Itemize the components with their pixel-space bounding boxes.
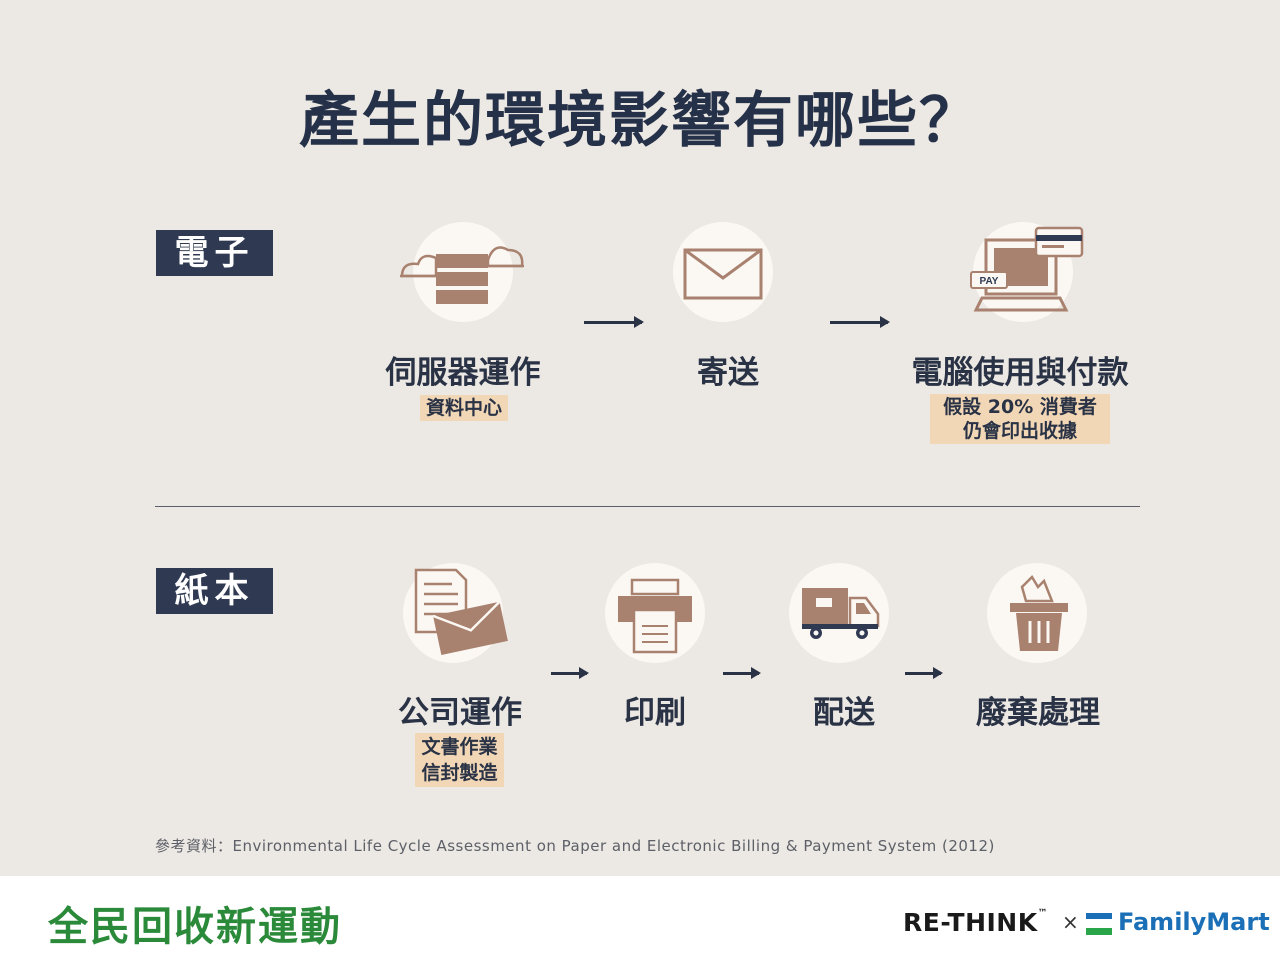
envelope-icon: [683, 248, 763, 300]
step-sub-company-line1: 文書作業: [421, 736, 498, 758]
server-cloud-icon: [400, 246, 524, 304]
arrow-5: [905, 667, 943, 679]
trash-bin-icon: [1010, 574, 1068, 651]
collab-times: ×: [1062, 910, 1079, 934]
envelope-icon-circle: [673, 222, 773, 322]
section-divider: [155, 506, 1140, 507]
step-sub-company-line2: 信封製造: [421, 762, 498, 784]
step-label-delivery: 配送: [813, 695, 875, 731]
arrow-1: [584, 316, 644, 328]
document-envelope-icon: [414, 568, 508, 656]
footer-bar: 全民回收新運動 RE-THINK™ × FamilyMart: [0, 876, 1280, 960]
arrow-4: [723, 667, 761, 679]
reference-note: 參考資料：Environmental Life Cycle Assessment…: [155, 837, 995, 855]
step-sub-computer-line1: 假設 20% 消費者: [943, 396, 1097, 418]
step-sub-server: 資料中心: [420, 395, 509, 421]
section-tag-electronic: 電子: [156, 230, 273, 276]
arrow-3: [551, 667, 589, 679]
section-tag-paper: 紙本: [156, 568, 273, 614]
familymart-logo-icon: [1086, 913, 1112, 935]
rethink-trademark: ™: [1037, 908, 1049, 919]
step-label-computer: 電腦使用與付款: [911, 355, 1129, 391]
step-sub-computer: 假設 20% 消費者 仍會印出收據: [930, 394, 1110, 444]
rethink-logo: RE-THINK™: [903, 908, 1048, 937]
computer-pay-icon: PAY: [970, 226, 1084, 312]
step-label-server: 伺服器運作: [385, 355, 541, 391]
step-label-print: 印刷: [624, 695, 686, 731]
step-label-disposal: 廢棄處理: [976, 695, 1100, 731]
step-label-company: 公司運作: [398, 695, 522, 731]
page-title: 產生的環境影響有哪些？: [299, 86, 981, 156]
campaign-logo: 全民回收新運動: [48, 904, 342, 950]
truck-icon: [802, 588, 880, 639]
rethink-text: RE-THINK: [903, 908, 1038, 937]
step-label-send: 寄送: [697, 355, 759, 391]
familymart-logo: FamilyMart: [1118, 908, 1270, 936]
step-sub-computer-line2: 仍會印出收據: [962, 420, 1077, 442]
pay-text: PAY: [980, 276, 999, 287]
step-sub-company: 文書作業 信封製造: [415, 733, 504, 787]
printer-icon: [618, 578, 692, 654]
arrow-2: [830, 316, 890, 328]
